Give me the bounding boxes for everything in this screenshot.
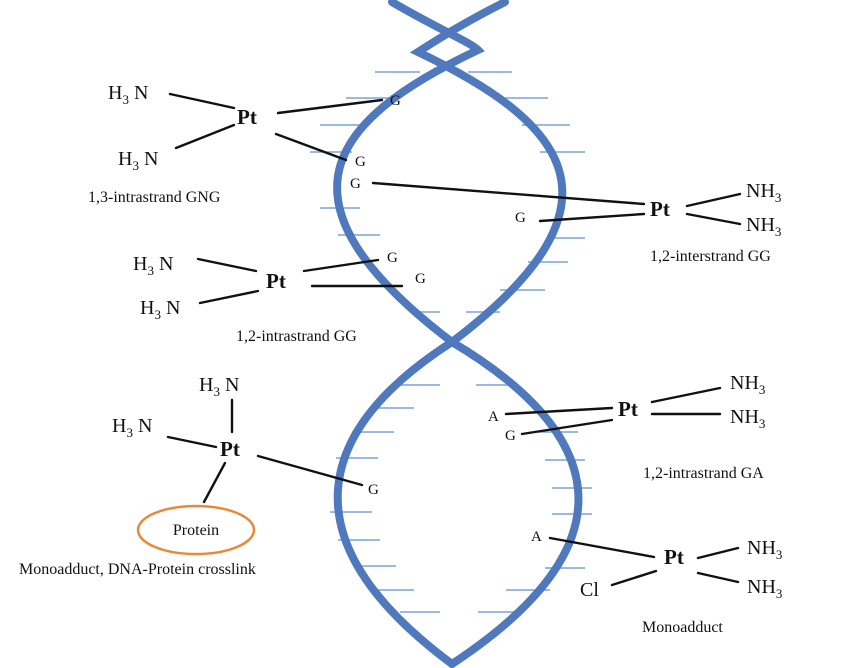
- adduct-monoadduct: A Pt Cl NH3 NH3 Monoadduct: [531, 529, 782, 636]
- platinum-atom: Pt: [618, 397, 638, 421]
- bond: [202, 461, 227, 504]
- bond: [276, 98, 384, 115]
- dna-strand-left: [333, 0, 485, 668]
- bond: [696, 571, 740, 584]
- caption-monoadduct-protein: Monoadduct, DNA-Protein crosslink: [19, 561, 256, 578]
- bond: [538, 212, 646, 223]
- bond: [371, 181, 646, 206]
- bond: [548, 536, 656, 559]
- h3n-label: H3 N: [108, 82, 148, 107]
- nh3-label: NH3: [746, 214, 781, 239]
- bond: [520, 418, 614, 436]
- bond: [196, 257, 258, 273]
- nh3-label: NH3: [730, 406, 765, 431]
- bond: [504, 406, 614, 416]
- bond: [174, 123, 236, 150]
- bond: [696, 546, 740, 560]
- dna-strand-right: [409, 0, 583, 668]
- adenine-label: A: [488, 409, 499, 425]
- nh3-label: NH3: [747, 537, 782, 562]
- guanine-label: G: [415, 271, 426, 287]
- bond: [685, 212, 742, 226]
- h3n-label: H3 N: [199, 374, 239, 399]
- bond: [274, 132, 348, 162]
- caption-intrastrand-ga: 1,2-intrastrand GA: [643, 465, 764, 482]
- protein-label: Protein: [173, 522, 219, 539]
- h3n-label: H3 N: [118, 148, 158, 173]
- guanine-label: G: [390, 93, 401, 109]
- adduct-protein-crosslink: H3 N H3 N Pt G Protein Monoadduct, DNA-P…: [19, 374, 379, 578]
- adduct-gng: H3 N H3 N Pt G G 1,3-intrastrand GNG: [88, 82, 401, 206]
- platinum-atom: Pt: [237, 105, 257, 129]
- bond: [610, 569, 658, 587]
- bond: [198, 289, 260, 305]
- h3n-label: H3 N: [112, 415, 152, 440]
- bond: [168, 92, 236, 110]
- adenine-label: A: [531, 529, 542, 545]
- h3n-label: H3 N: [133, 253, 173, 278]
- protein-ellipse: [136, 504, 256, 556]
- guanine-label: G: [505, 428, 516, 444]
- nh3-label: NH3: [746, 180, 781, 205]
- bond: [302, 258, 380, 273]
- caption-intrastrand-gg: 1,2-intrastrand GG: [236, 328, 357, 345]
- caption-gng: 1,3-intrastrand GNG: [88, 189, 221, 206]
- bond: [166, 435, 218, 449]
- adduct-intrastrand-ga: A G Pt NH3 NH3 1,2-intrastrand GA: [488, 372, 765, 482]
- nh3-label: NH3: [747, 576, 782, 601]
- guanine-label: G: [387, 250, 398, 266]
- platinum-atom: Pt: [266, 269, 286, 293]
- guanine-label: G: [515, 210, 526, 226]
- platinum-atom: Pt: [220, 437, 240, 461]
- adduct-interstrand: G G Pt NH3 NH3 1,2-interstrand GG: [350, 176, 781, 265]
- bond: [685, 192, 742, 208]
- caption-monoadduct: Monoadduct: [642, 619, 723, 636]
- platinum-atom: Pt: [664, 545, 684, 569]
- nh3-label: NH3: [730, 372, 765, 397]
- platinum-atom: Pt: [650, 197, 670, 221]
- adduct-intrastrand-gg: H3 N H3 N Pt G G 1,2-intrastrand GG: [133, 250, 426, 345]
- guanine-label: G: [355, 154, 366, 170]
- caption-interstrand: 1,2-interstrand GG: [650, 248, 771, 265]
- guanine-label: G: [350, 176, 361, 192]
- h3n-label: H3 N: [140, 297, 180, 322]
- bond: [256, 454, 364, 487]
- chloride-label: Cl: [580, 579, 599, 601]
- bond: [650, 386, 722, 404]
- dna-helix: [310, 0, 592, 668]
- guanine-label: G: [368, 482, 379, 498]
